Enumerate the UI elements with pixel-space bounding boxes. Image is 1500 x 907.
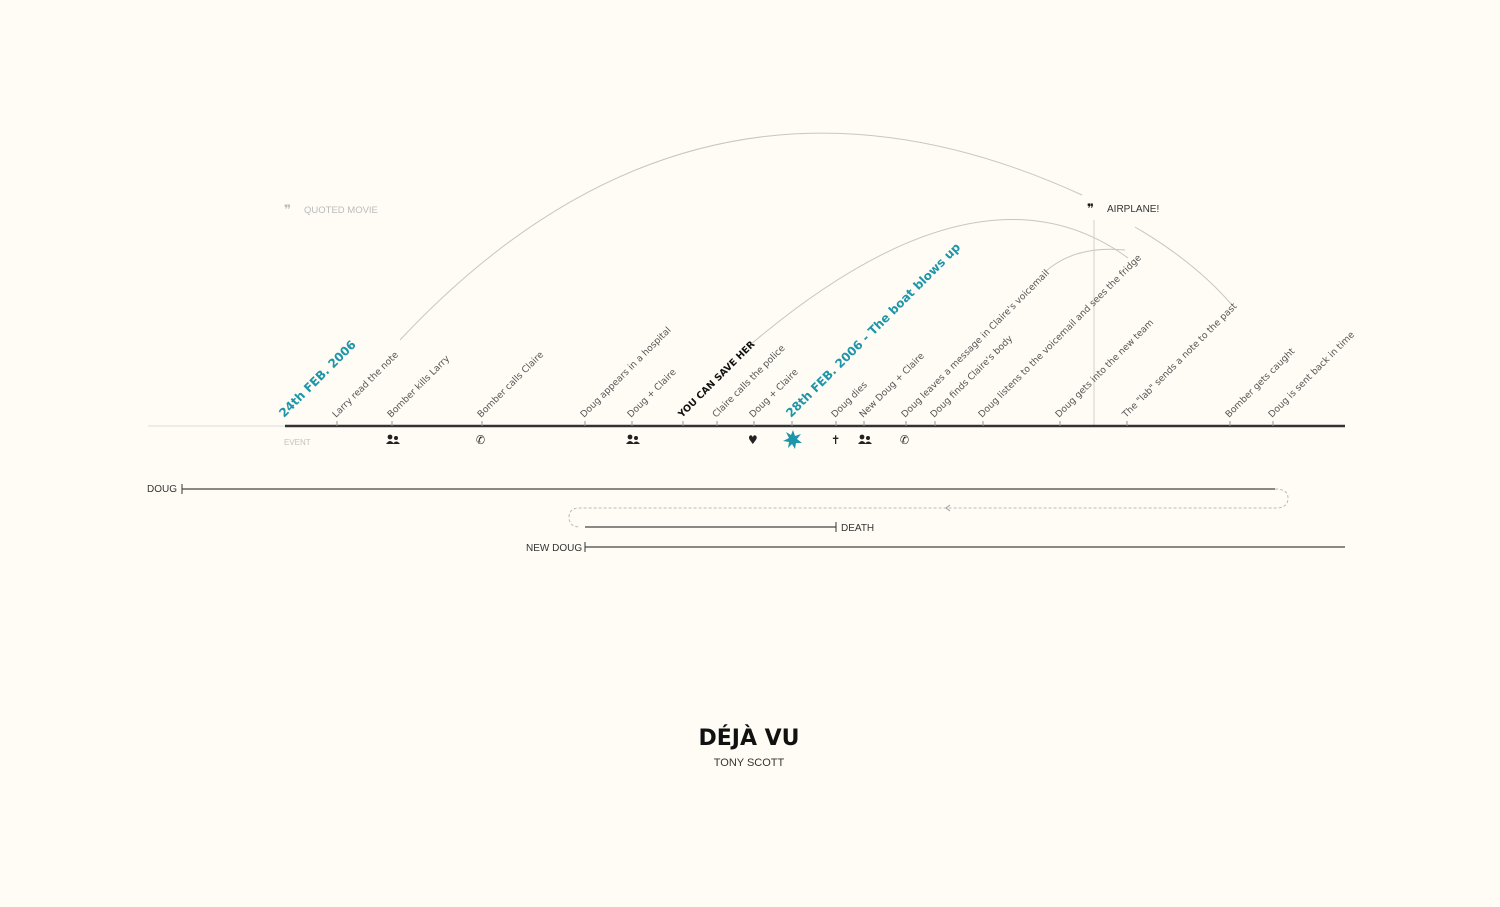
phone-icon: ✆	[476, 433, 485, 447]
event-label: The "lab" sends a note to the past	[1120, 301, 1240, 421]
quote-icon: ❞	[284, 203, 291, 218]
arc-voicemail	[1044, 248, 1126, 273]
people-icon	[386, 434, 400, 444]
event-label: Doug is sent back in time	[1266, 329, 1357, 420]
arc-you-can-save-her	[749, 219, 1129, 346]
time-travel-loop	[568, 488, 1289, 528]
track-label-doug: DOUG	[147, 484, 177, 495]
event-label: Doug + Claire	[625, 367, 678, 420]
phone-icon: ✆	[900, 433, 909, 447]
event-label: Bomber calls Claire	[475, 349, 546, 420]
event-date-boat: 28th FEB. 2006 - The boat blows up	[783, 240, 963, 420]
movie-title: DÉJÀ VU	[698, 725, 799, 751]
track-label-death: DEATH	[841, 523, 874, 534]
explosion-icon	[783, 430, 802, 449]
quote-icon: ❞	[1087, 202, 1094, 217]
people-icon	[626, 434, 640, 444]
loop-arrow-icon	[945, 504, 951, 512]
people-icon	[858, 434, 872, 444]
movie-director: TONY SCOTT	[714, 757, 785, 769]
arc-lab-note	[1134, 226, 1233, 306]
heart-icon: ♥	[748, 433, 758, 447]
event-label: Bomber kills Larry	[385, 353, 452, 420]
event-label: Bomber gets caught	[1223, 346, 1297, 420]
legend-quoted-movie: QUOTED MOVIE	[304, 205, 378, 216]
track-label-new-doug: NEW DOUG	[526, 543, 582, 554]
legend-event: EVENT	[284, 438, 311, 447]
event-label: Doug appears in a hospital	[578, 325, 673, 420]
cross-icon: ✝	[831, 433, 840, 447]
arc-quote-link	[399, 132, 1083, 341]
event-label: Doug listens to the voicemail and sees t…	[976, 252, 1144, 420]
quote-airplane: AIRPLANE!	[1107, 204, 1159, 215]
